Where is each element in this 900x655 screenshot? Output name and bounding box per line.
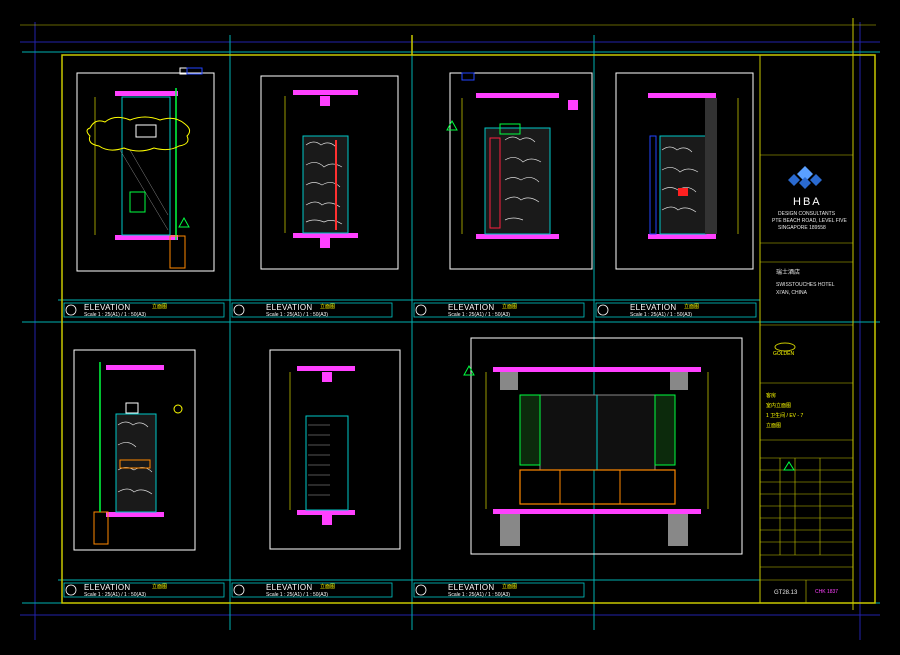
elevation-title: ELEVATION bbox=[266, 303, 313, 312]
outer-guides bbox=[20, 22, 880, 640]
elevation-scale: Scale 1 : 25(A1) / 1 : 50(A3) bbox=[448, 312, 510, 318]
label-markers bbox=[65, 304, 609, 596]
firm-line-3: SINGAPORE 189558 bbox=[778, 225, 826, 231]
elevation-4-drawing bbox=[648, 93, 739, 239]
elevation-5-drawing bbox=[93, 362, 183, 545]
firm-line-1: DESIGN CONSULTANTS bbox=[778, 211, 836, 217]
elevation-title-cn: 立面图 bbox=[684, 304, 700, 310]
elevation-1-drawing bbox=[86, 67, 203, 269]
drawing-cn-3: 1 卫生间 / EV - 7 bbox=[766, 413, 804, 419]
drawing-cn-2: 室内立面图 bbox=[766, 403, 792, 409]
elevation-2-drawing bbox=[284, 90, 358, 248]
elevation-scale: Scale 1 : 25(A1) / 1 : 50(A3) bbox=[84, 312, 146, 318]
elevation-title: ELEVATION bbox=[448, 583, 495, 592]
elevation-title: ELEVATION bbox=[630, 303, 677, 312]
elevation-title-cn: 立面图 bbox=[320, 584, 336, 590]
firm-line-2: PTE BEACH ROAD, LEVEL FIVE bbox=[772, 218, 847, 224]
project-en-2: XI'AN, CHINA bbox=[776, 290, 807, 296]
elevation-title-cn: 立面图 bbox=[502, 584, 518, 590]
golden-logo-icon bbox=[774, 342, 796, 352]
elevation-title: ELEVATION bbox=[84, 303, 131, 312]
firm-name: HBA bbox=[793, 196, 822, 208]
elevation-title: ELEVATION bbox=[84, 583, 131, 592]
golden-logo-text: GOLDEN bbox=[773, 351, 795, 357]
revision-triangle-icon bbox=[783, 461, 795, 471]
elevation-scale: Scale 1 : 25(A1) / 1 : 50(A3) bbox=[266, 592, 328, 598]
label-boxes bbox=[63, 302, 757, 598]
drawing-cn-4: 立面图 bbox=[766, 423, 782, 429]
cyan-guides bbox=[22, 35, 880, 630]
title-block-rows bbox=[760, 154, 853, 603]
elevation-scale: Scale 1 : 25(A1) / 1 : 50(A3) bbox=[448, 592, 510, 598]
hba-logo-mark bbox=[788, 166, 822, 189]
elevation-6-drawing bbox=[289, 366, 355, 525]
elevation-title-cn: 立面图 bbox=[320, 304, 336, 310]
sheet-border bbox=[61, 54, 876, 604]
elevation-title: ELEVATION bbox=[266, 583, 313, 592]
elevation-title-cn: 立面图 bbox=[502, 304, 518, 310]
elevation-title: ELEVATION bbox=[448, 303, 495, 312]
sheet-number: GT28.13 bbox=[774, 590, 798, 596]
elevation-3-drawing bbox=[446, 72, 578, 239]
elevation-title-cn: 立面图 bbox=[152, 304, 168, 310]
elevation-scale: Scale 1 : 25(A1) / 1 : 50(A3) bbox=[630, 312, 692, 318]
panel-frames bbox=[73, 72, 754, 555]
project-en-1: SWISSTOUCHES HOTEL bbox=[776, 282, 835, 288]
elevation-scale: Scale 1 : 25(A1) / 1 : 50(A3) bbox=[84, 592, 146, 598]
elevation-7-drawing bbox=[463, 364, 709, 546]
elevation-scale: Scale 1 : 25(A1) / 1 : 50(A3) bbox=[266, 312, 328, 318]
project-cn: 瑞士酒店 bbox=[776, 270, 801, 276]
drawing-cn-1: 客房 bbox=[766, 393, 777, 399]
revision-code: CHK 1837 bbox=[815, 589, 839, 595]
elevation-title-cn: 立面图 bbox=[152, 584, 168, 590]
